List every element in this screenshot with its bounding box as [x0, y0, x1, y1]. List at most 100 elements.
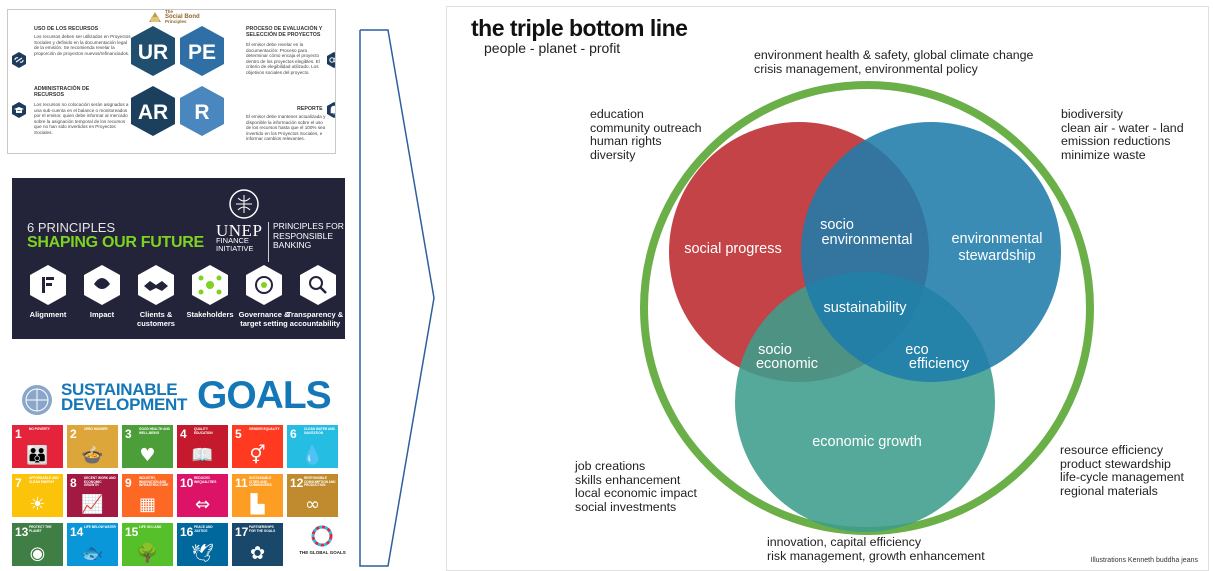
sdg-tile: 6 CLEAN WATER AND SANITATION 💧: [287, 425, 338, 468]
sdg-tile-number: 15: [125, 525, 139, 539]
note-top: environment health & safety, global clim…: [754, 48, 1034, 76]
sdg-tile-title: LIFE ON LAND: [139, 525, 162, 529]
sdg-tile-number: 11: [235, 476, 248, 490]
label-socio-eco-2: economic: [756, 356, 818, 372]
sdg-tile-icon: 📈: [81, 494, 104, 515]
sdg-tile-icon: ◉: [29, 543, 46, 564]
block-reporte-title: REPORTE: [297, 106, 323, 112]
sdg-title-left: SUSTAINABLE DEVELOPMENT: [61, 380, 188, 414]
principle-label: Clients &customers: [137, 310, 175, 328]
sdg-tile-icon: ∞: [305, 494, 320, 515]
hex-ar: [131, 86, 175, 136]
sdg-tile-number: 13: [15, 525, 29, 539]
hex-ar-label: AR: [138, 101, 168, 124]
prb-logo-text: PRINCIPLES FOR RESPONSIBLE BANKING: [273, 221, 344, 250]
sdg-tile-number: 6: [290, 427, 297, 441]
sdg-tile-icon: 🕊: [191, 543, 214, 564]
un-globe-icon: [22, 385, 52, 415]
sdg-tile-icon: 📖: [191, 445, 214, 466]
sdg-tile-title: REDUCED INEQUALITIES: [194, 476, 217, 484]
sdg-tile-number: 14: [70, 525, 84, 539]
sdg-tile-number: 1: [15, 427, 22, 441]
bell-icon: [327, 102, 335, 118]
sdg-tile-icon: 🍲: [81, 445, 104, 466]
sdg-tile-number: 5: [235, 427, 242, 441]
sdg-tile-number: 8: [70, 476, 77, 490]
sbp-hex-cluster: UR PE AR R: [131, 26, 224, 136]
venn-diagram: social progress environmental stewardshi…: [640, 81, 1094, 535]
sdg-tile-number: 10: [180, 476, 194, 490]
sdg-tile-number: 7: [15, 476, 22, 490]
sdg-tile-title: CLEAN WATER AND SANITATION: [304, 427, 335, 435]
target-icon: [246, 265, 282, 305]
block-admin-title: ADMINISTRACIÓN DE RECURSOS: [34, 86, 90, 99]
block-proceso-text: El emisor debe revelar en la documentaci…: [246, 42, 320, 75]
sdg-tile: 4 QUALITY EDUCATION 📖: [177, 425, 228, 468]
sdg-tile-title: ZERO HUNGER: [84, 427, 108, 431]
sdg-tile-number: 16: [180, 525, 194, 539]
graduation-cap-icon: [12, 102, 26, 118]
sdg-tile-title: INDUSTRY, INNOVATION AND INFRASTRUCTURE: [139, 476, 169, 488]
sdg-tile-icon: 💧: [301, 445, 324, 466]
hex-r: [180, 86, 224, 136]
sdg-tile-title: AFFORDABLE AND CLEAN ENERGY: [29, 476, 59, 484]
block-admin-text: Los recursos no colocación serán asignad…: [34, 102, 129, 135]
sdg-tile-title: LIFE BELOW WATER: [84, 525, 116, 529]
sdg-tile-icon: ⇔: [194, 494, 211, 515]
block-uso-title: USO DE LOS RECURSOS: [34, 26, 99, 32]
stakeholders-icon: [192, 265, 228, 305]
impact-icon: [84, 265, 120, 305]
label-socio-eco-1: socio: [758, 342, 792, 358]
label-sustainability: sustainability: [823, 300, 907, 316]
sdg-title-goals: GOALS: [197, 374, 332, 417]
sdg-tile-title: QUALITY EDUCATION: [194, 427, 213, 435]
sdg-tile-number: 4: [180, 427, 187, 441]
sdg-tile-title: PROTECT THE PLANET: [29, 525, 52, 533]
un-emblem-icon: [229, 189, 259, 219]
principles-headline: SHAPING OUR FUTURE: [27, 234, 204, 251]
sdg-tile-title: GOOD HEALTH AND WELL-BEING: [139, 427, 170, 435]
sdg-tile: 7 AFFORDABLE AND CLEAN ENERGY ☀: [12, 474, 63, 517]
hex-pe: [180, 26, 224, 76]
principles-icon-row: [30, 265, 336, 305]
sdg-tile-number: 3: [125, 427, 132, 441]
global-goals-tile: THE GLOBAL GOALS: [297, 523, 346, 566]
label-eco-eff-2: efficiency: [909, 356, 970, 372]
principle-label: Stakeholders: [186, 310, 234, 319]
social-bond-logo-icon: [149, 12, 161, 22]
hex-ur-label: UR: [138, 41, 168, 64]
sdg-tile-icon: ▦: [138, 494, 156, 515]
link-icon: [12, 52, 26, 68]
sdg-tile-title: PEACE AND JUSTICE: [194, 525, 213, 533]
label-socio-env-1: socio: [820, 217, 854, 233]
block-proceso-title: PROCESO DE EVALUACIÓN Y SELECCIÓN DE PRO…: [246, 26, 323, 39]
page-title: the triple bottom line: [471, 15, 688, 41]
sdg-tile-number: 2: [70, 427, 77, 441]
handshake-icon: [138, 265, 174, 305]
sdg-tile-title: DECENT WORK AND ECONOMIC GROWTH: [84, 476, 116, 488]
alignment-icon: [30, 265, 66, 305]
block-uso-text: Los recursos deben ser utilizados en Pro…: [34, 34, 131, 56]
sdg-tile-icon: ☀: [29, 494, 46, 515]
label-stewardship: stewardship: [958, 248, 1035, 264]
block-reporte-text: El emisor debe mantener actualizada y di…: [246, 114, 326, 142]
sdg-tile: 2 ZERO HUNGER 🍲: [67, 425, 118, 468]
sdg-tile-title: RESPONSIBLE CONSUMPTION AND PRODUCTION: [304, 476, 336, 488]
circle-environmental: [801, 122, 1061, 382]
sdg-tile: 8 DECENT WORK AND ECONOMIC GROWTH 📈: [67, 474, 118, 517]
principle-label: Transparency &accountability: [286, 310, 344, 328]
hex-r-label: R: [194, 101, 209, 124]
